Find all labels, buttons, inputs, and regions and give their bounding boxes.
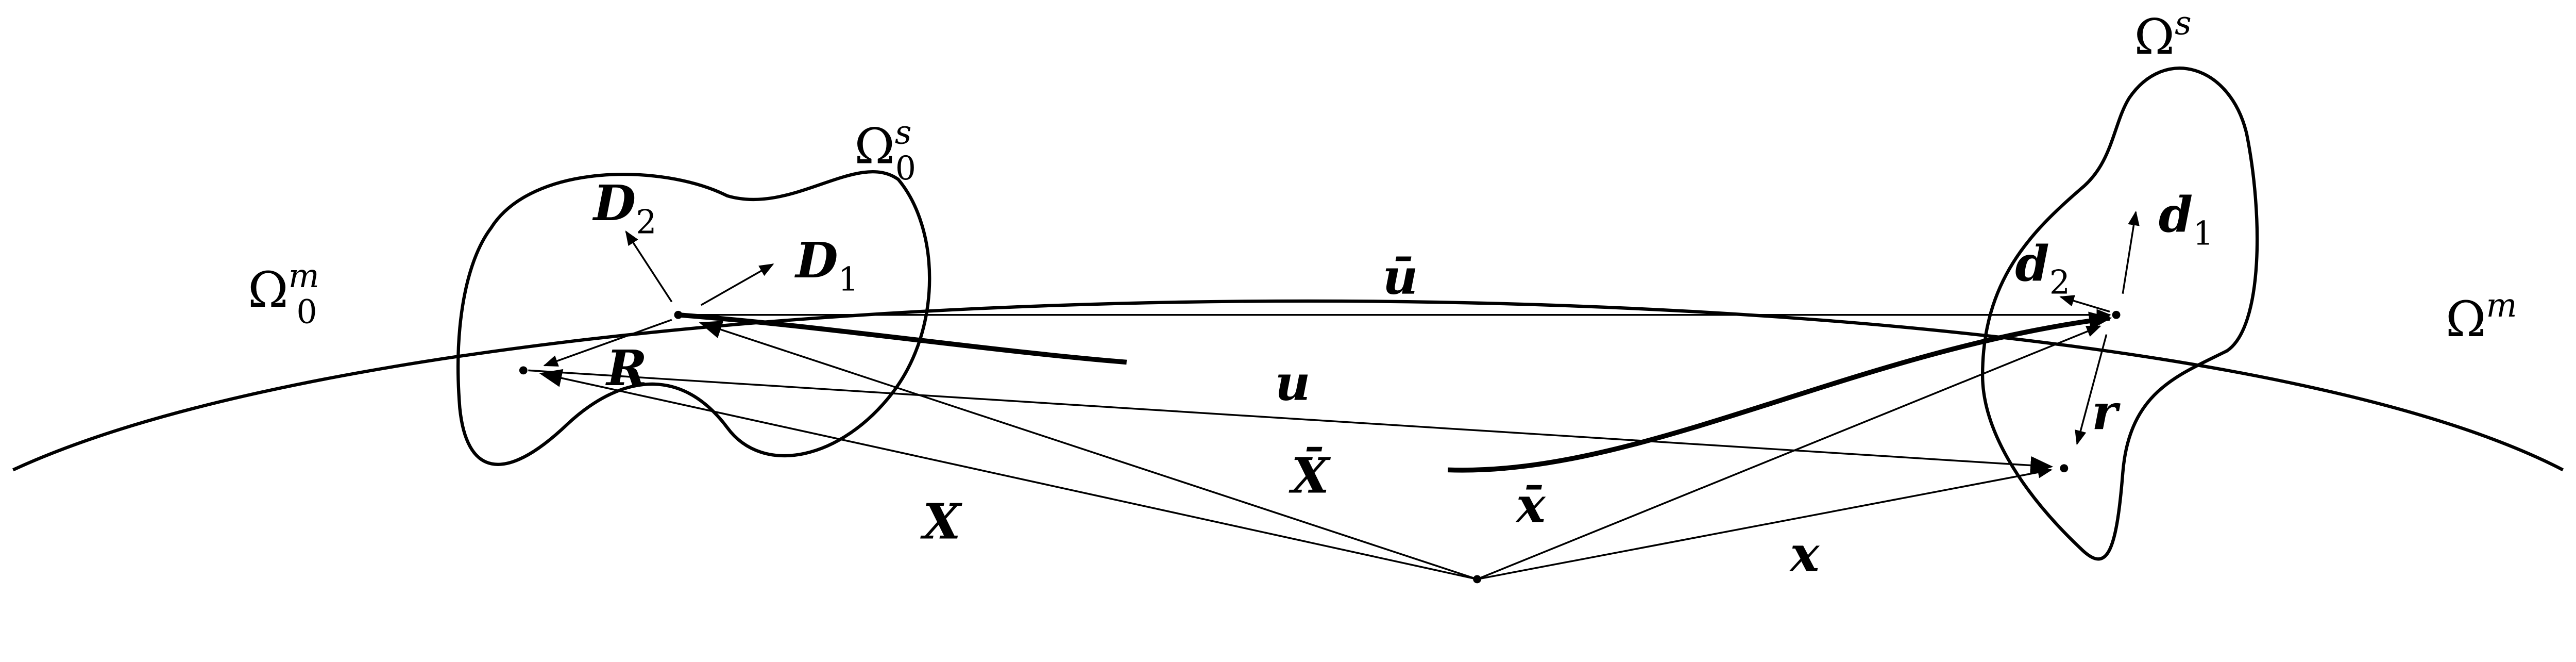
label-xbar: x̄ [1515,477,1546,534]
current-body-outline [1980,67,2259,561]
point-current-master [2112,310,2121,319]
Xbar-vector [699,321,1478,581]
r-vector [2075,334,2108,445]
label-Xbar: X̄ [1289,446,1331,504]
R-vector [543,319,672,367]
master-surface-curve [12,299,2564,472]
label-ubar: ū [1383,249,1418,306]
D1-vector [700,263,774,306]
u-vector [528,369,2054,475]
label-omegam: Ωm [2446,286,2517,348]
d2-vector [2059,295,2110,313]
X-vector [539,369,1478,581]
label-r: r [2092,384,2121,441]
label-x: x [1789,526,1820,583]
displacement-path-left [678,312,1127,365]
xbar-vector [1477,325,2102,581]
label-u: u [1275,354,1311,411]
point-reference-master [674,310,683,319]
label-R: R [605,340,647,397]
point-current-slave [2060,464,2069,473]
label-d1: d1 [2159,186,2214,252]
label-X: X [920,493,962,550]
D2-vector [625,230,673,303]
label-D2: D2 [592,175,657,241]
label-d2: d2 [2015,235,2070,301]
displacement-path-right [1447,311,2112,473]
label-omegas: Ωs [2134,4,2191,65]
point-origin [1473,575,1481,584]
d1-vector [2122,210,2140,294]
x-vector [1477,466,2053,581]
reference-body-outline [456,170,931,466]
point-reference-slave [519,366,528,375]
label-D1: D1 [794,232,859,298]
